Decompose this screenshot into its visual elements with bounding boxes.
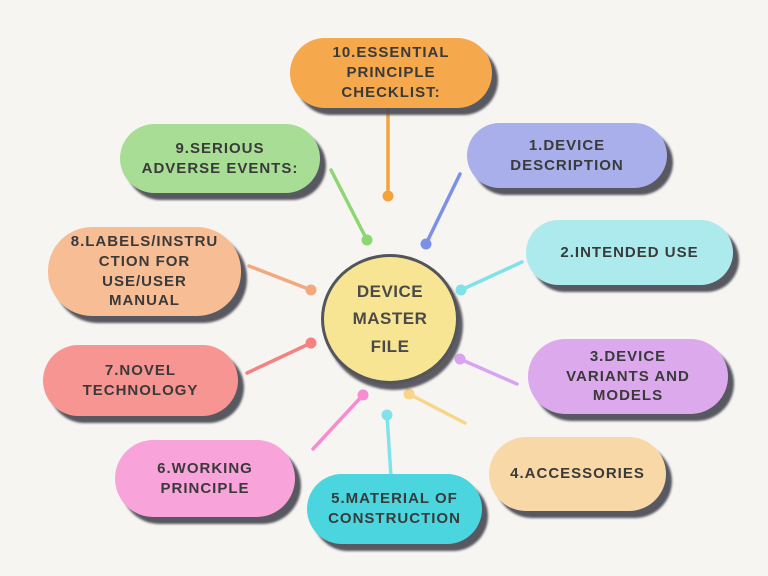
node-5-label: 5.MATERIAL OF CONSTRUCTION [328,490,461,527]
connector-line-1 [424,172,462,246]
connector-dot-10 [382,190,394,202]
node-7-novel-technology: 7.NOVEL TECHNOLOGY [43,345,238,416]
node-1-label: 1.DEVICE DESCRIPTION [510,136,624,174]
connector-line-4 [407,392,467,425]
node-2-label: 2.INTENDED USE [560,243,699,261]
node-7-label: 7.NOVEL TECHNOLOGY [82,361,199,399]
node-5-material-of-construction: 5.MATERIAL OF CONSTRUCTION [307,474,482,544]
connector-dot-7 [305,337,317,349]
connector-line-3 [458,357,519,386]
connector-line-6 [311,393,365,451]
node-9-serious-adverse-events: 9.SERIOUS ADVERSE EVENTS: [120,124,320,193]
node-3-device-variants-and-models: 3.DEVICE VARIANTS AND MODELS [528,339,728,414]
connector-dot-9 [361,234,373,246]
node-10-essential-principle-checklist: 10.ESSENTIAL PRINCIPLE CHECKLIST: [290,38,492,108]
connector-dot-5 [381,409,393,421]
node-1-device-description: 1.DEVICE DESCRIPTION [467,123,667,188]
node-9-label: 9.SERIOUS ADVERSE EVENTS: [141,139,299,177]
center-node-device-master-file: DEVICE MASTER FILE [321,254,459,384]
connector-line-2 [459,260,524,292]
connector-line-5 [385,413,393,479]
connector-line-8 [247,264,313,292]
node-6-working-principle: 6.WORKING PRINCIPLE [115,440,295,517]
node-4-accessories: 4.ACCESSORIES [489,437,666,511]
node-6-label: 6.WORKING PRINCIPLE [157,459,253,497]
node-8-label: 8.LABELS/INSTRU CTION FOR USE/USER MANUA… [70,232,219,310]
node-2-intended-use: 2.INTENDED USE [526,220,733,285]
center-node-label: DEVICE MASTER FILE [352,281,428,356]
connector-dot-3 [454,353,466,365]
connector-dot-4 [403,388,415,400]
connector-dot-6 [357,389,369,401]
node-10-label: 10.ESSENTIAL PRINCIPLE CHECKLIST: [332,44,450,101]
connector-dot-8 [305,284,317,296]
node-8-labels-instruction-for-use: 8.LABELS/INSTRU CTION FOR USE/USER MANUA… [48,227,241,316]
node-3-label: 3.DEVICE VARIANTS AND MODELS [566,347,690,405]
node-4-label: 4.ACCESSORIES [510,465,645,483]
connector-line-9 [329,168,369,242]
connector-line-7 [245,341,313,375]
connector-dot-1 [420,238,432,250]
connector-dot-2 [455,284,467,296]
